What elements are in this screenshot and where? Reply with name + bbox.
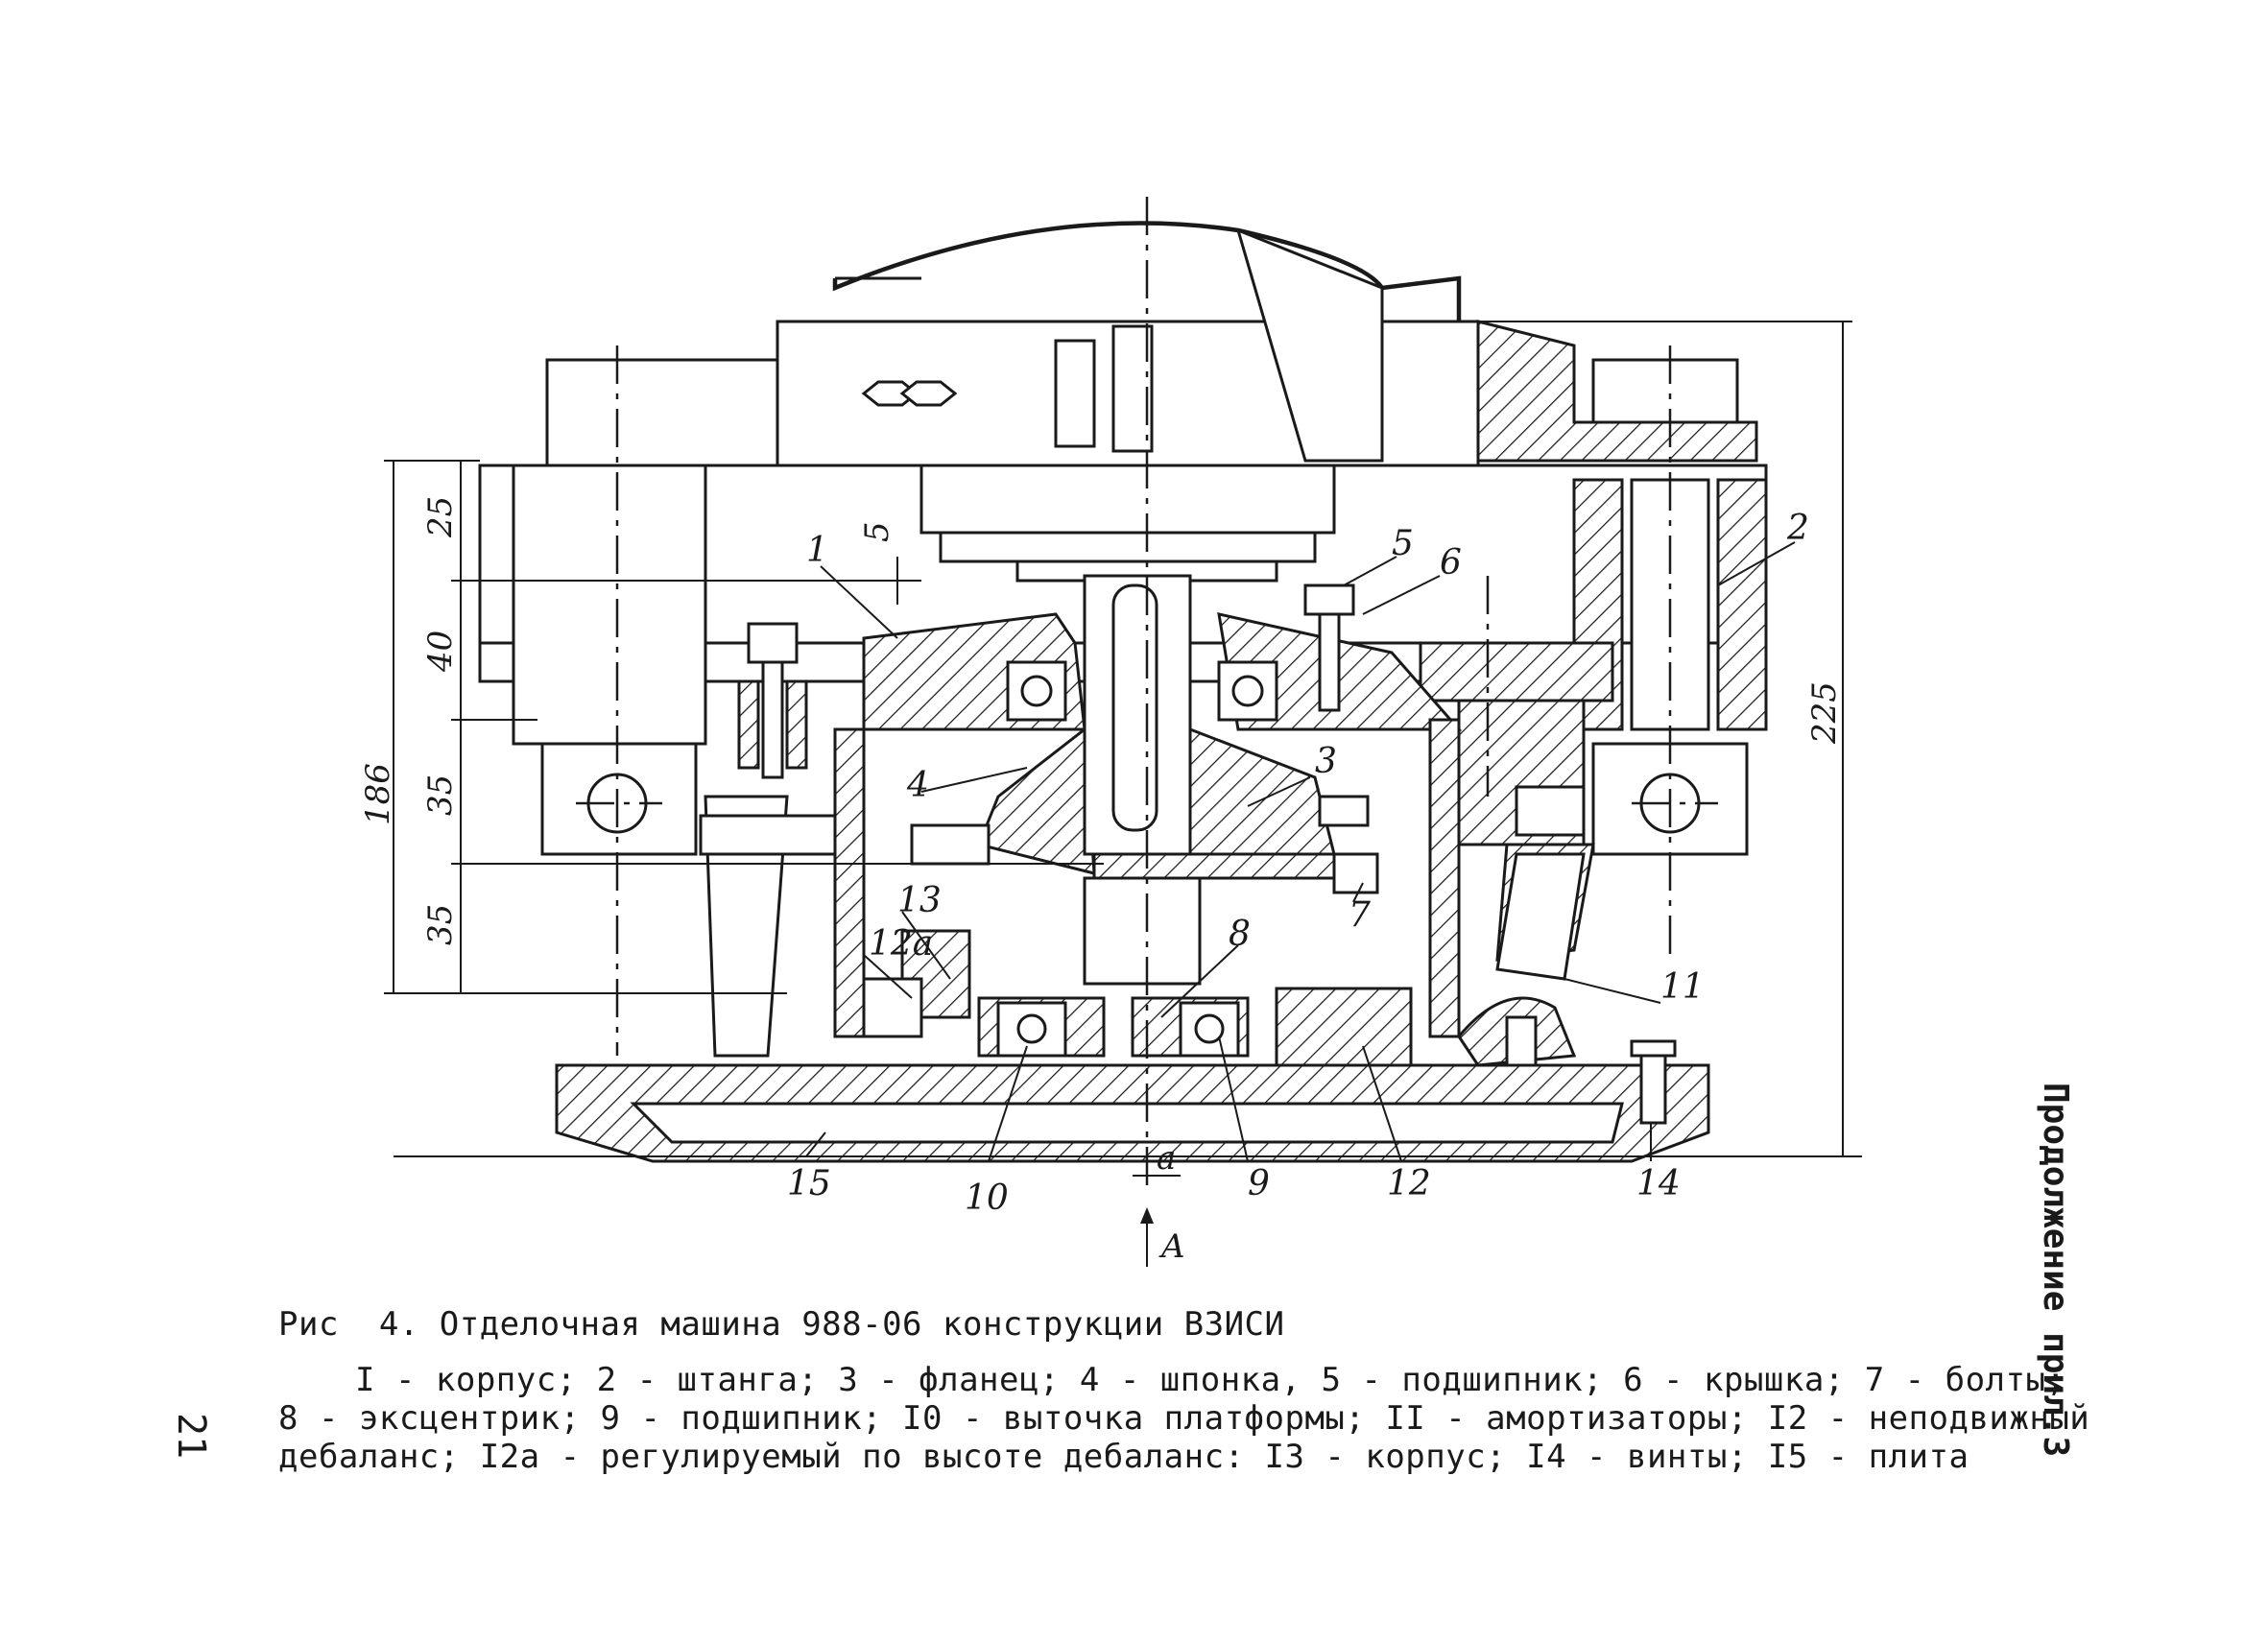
- callout-12a: 12a: [869, 924, 933, 964]
- dim-225: 225: [1805, 681, 1844, 745]
- lower-housing: [862, 876, 1413, 1067]
- page-number: 21: [169, 1413, 213, 1460]
- callout-9: 9: [1248, 1164, 1270, 1203]
- legend-line-2: 8 - эксцентрик; 9 - подшипник; I0 - выто…: [278, 1399, 2090, 1438]
- dim-a: a: [1157, 1139, 1176, 1178]
- callout-1: 1: [806, 531, 828, 570]
- callout-3: 3: [1315, 742, 1337, 781]
- figure-title: Рис 4. Отделочная машина 988-06 конструк…: [278, 1305, 1285, 1344]
- legend-line-3: дебаланс; I2а - регулируемый по высоте д…: [278, 1438, 1970, 1476]
- callout-15: 15: [787, 1164, 831, 1203]
- left-bolt: [737, 622, 808, 779]
- dimension-texts: 25 40 35 35 186 225 5 a A: [359, 496, 1844, 1266]
- dim-186: 186: [359, 763, 397, 825]
- leader-lines: [805, 541, 1796, 1162]
- dim-5: 5: [858, 521, 896, 542]
- callout-7: 7: [1349, 895, 1371, 935]
- dimension-lines: [384, 321, 1862, 1267]
- callout-6: 6: [1440, 543, 1462, 583]
- shock-absorber: [1457, 785, 1595, 1077]
- upper-housing: [545, 221, 1758, 467]
- dim-25: 25: [421, 496, 460, 538]
- right-column: [1419, 478, 1768, 856]
- dim-35a: 35: [421, 774, 460, 816]
- legend-line-1: I - корпус; 2 - штанга; 3 - фланец; 4 - …: [355, 1361, 2066, 1399]
- view-arrow-label: A: [1158, 1227, 1185, 1266]
- base-plate: [555, 1039, 1710, 1163]
- callout-13: 13: [897, 881, 942, 920]
- callout-12: 12: [1387, 1164, 1431, 1203]
- callout-2: 2: [1786, 509, 1809, 548]
- callout-labels: 1 2 3 4 5 6 7 8 9 10 11 12 12a 13 14 15: [787, 509, 1809, 1218]
- center-lines: [576, 197, 1718, 1190]
- callout-11: 11: [1660, 967, 1705, 1007]
- callout-4: 4: [906, 766, 929, 805]
- appendix-note: Продолжение прил.3: [2036, 1083, 2075, 1458]
- dim-35b: 35: [421, 904, 460, 945]
- callout-14: 14: [1636, 1164, 1681, 1203]
- callout-5: 5: [1392, 524, 1414, 563]
- left-column: [512, 464, 847, 1058]
- callout-10: 10: [965, 1179, 1009, 1218]
- callout-8: 8: [1229, 915, 1251, 954]
- dim-40: 40: [421, 631, 460, 673]
